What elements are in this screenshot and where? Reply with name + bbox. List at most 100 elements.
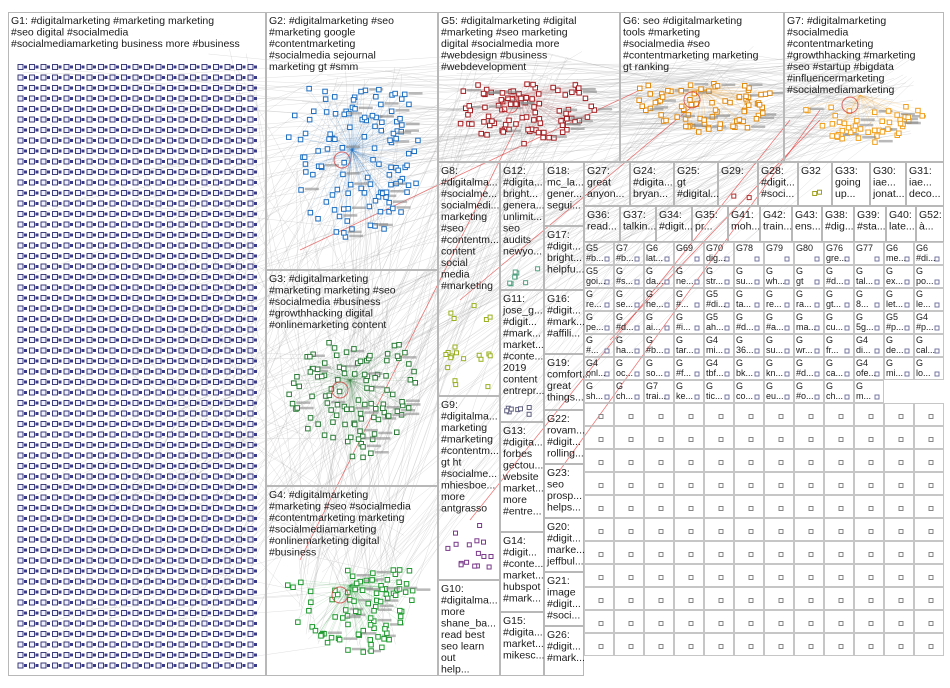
node <box>247 389 254 396</box>
node-edge-mark <box>139 286 142 289</box>
group-label-line: #conte... <box>503 351 543 363</box>
node <box>213 379 219 385</box>
node <box>812 191 818 196</box>
node-edge-mark <box>162 212 165 216</box>
node <box>75 295 81 301</box>
node <box>178 326 185 333</box>
node <box>201 452 208 459</box>
node-edge-mark <box>219 202 223 205</box>
node-edge-mark <box>104 202 108 205</box>
edge <box>859 94 901 125</box>
node <box>155 242 162 249</box>
node-edge-mark <box>35 118 39 121</box>
edge <box>132 100 310 257</box>
node <box>201 421 208 427</box>
group-label-line: content <box>503 374 538 386</box>
node-edge-mark <box>150 359 154 363</box>
node-edge-mark <box>116 244 119 247</box>
node-label-mark <box>900 112 915 116</box>
node-edge-mark <box>104 233 108 237</box>
node <box>190 305 196 312</box>
node-edge-mark <box>104 212 108 216</box>
node-edge-mark <box>242 422 246 426</box>
node <box>121 253 127 259</box>
node-edge-mark <box>150 202 154 205</box>
node <box>109 221 116 228</box>
node-label-mark <box>395 109 410 112</box>
node <box>178 557 185 564</box>
node-edge-mark <box>196 118 200 121</box>
small-group-box <box>914 403 944 426</box>
node-edge-mark <box>24 149 27 153</box>
edge <box>303 149 353 170</box>
node-edge-mark <box>127 286 131 289</box>
node-edge-mark <box>24 611 27 615</box>
node <box>29 505 35 511</box>
node-edge-mark <box>139 370 142 373</box>
node-edge-mark <box>196 202 200 205</box>
small-group-box <box>854 288 884 311</box>
edge <box>298 579 351 586</box>
node <box>247 452 254 459</box>
node-edge-mark <box>219 76 223 79</box>
node-edge-mark <box>254 349 257 352</box>
node <box>696 129 702 135</box>
node-edge-mark <box>208 496 211 499</box>
node <box>178 431 185 438</box>
edge <box>727 50 847 71</box>
node-edge-mark <box>185 496 188 499</box>
node <box>109 74 116 81</box>
node-edge-mark <box>104 559 108 562</box>
node <box>167 526 173 532</box>
edge <box>336 96 856 176</box>
edge <box>397 133 581 350</box>
node-edge-mark <box>150 244 154 247</box>
node <box>224 64 231 70</box>
node <box>40 410 47 417</box>
node-edge-mark <box>35 86 39 90</box>
node-edge-mark <box>231 128 234 132</box>
node <box>808 506 814 511</box>
node <box>167 368 173 375</box>
node <box>109 169 116 175</box>
node <box>63 442 70 448</box>
node <box>247 305 254 312</box>
node-edge-mark <box>173 664 177 667</box>
edge <box>343 132 811 602</box>
node-edge-mark <box>139 443 142 447</box>
node <box>658 552 664 557</box>
node-edge-mark <box>150 233 154 237</box>
node-edge-mark <box>254 202 257 205</box>
node <box>155 274 162 280</box>
node <box>598 598 604 603</box>
node <box>144 599 150 606</box>
node <box>121 610 127 616</box>
node-edge-mark <box>24 422 27 426</box>
node-edge-mark <box>162 244 165 247</box>
node-edge-mark <box>70 653 73 657</box>
node <box>688 437 694 442</box>
node <box>109 190 116 196</box>
edge <box>368 170 384 631</box>
node <box>52 463 58 469</box>
small-group-box <box>824 541 854 564</box>
edge <box>517 62 855 76</box>
edge <box>351 149 407 152</box>
node <box>247 158 254 165</box>
node-edge-mark <box>219 97 223 100</box>
node <box>132 515 139 522</box>
node <box>201 127 208 133</box>
node-label-mark <box>878 110 893 113</box>
node-edge-mark <box>173 485 177 489</box>
node-edge-mark <box>139 611 142 615</box>
node-edge-mark <box>196 485 200 489</box>
node <box>155 137 162 144</box>
node <box>724 279 730 285</box>
node-edge-mark <box>173 76 177 79</box>
node <box>144 568 150 574</box>
node-edge-mark <box>254 632 257 636</box>
node <box>324 400 331 406</box>
node-label-mark <box>904 121 919 124</box>
node <box>351 598 357 604</box>
node <box>201 641 208 648</box>
